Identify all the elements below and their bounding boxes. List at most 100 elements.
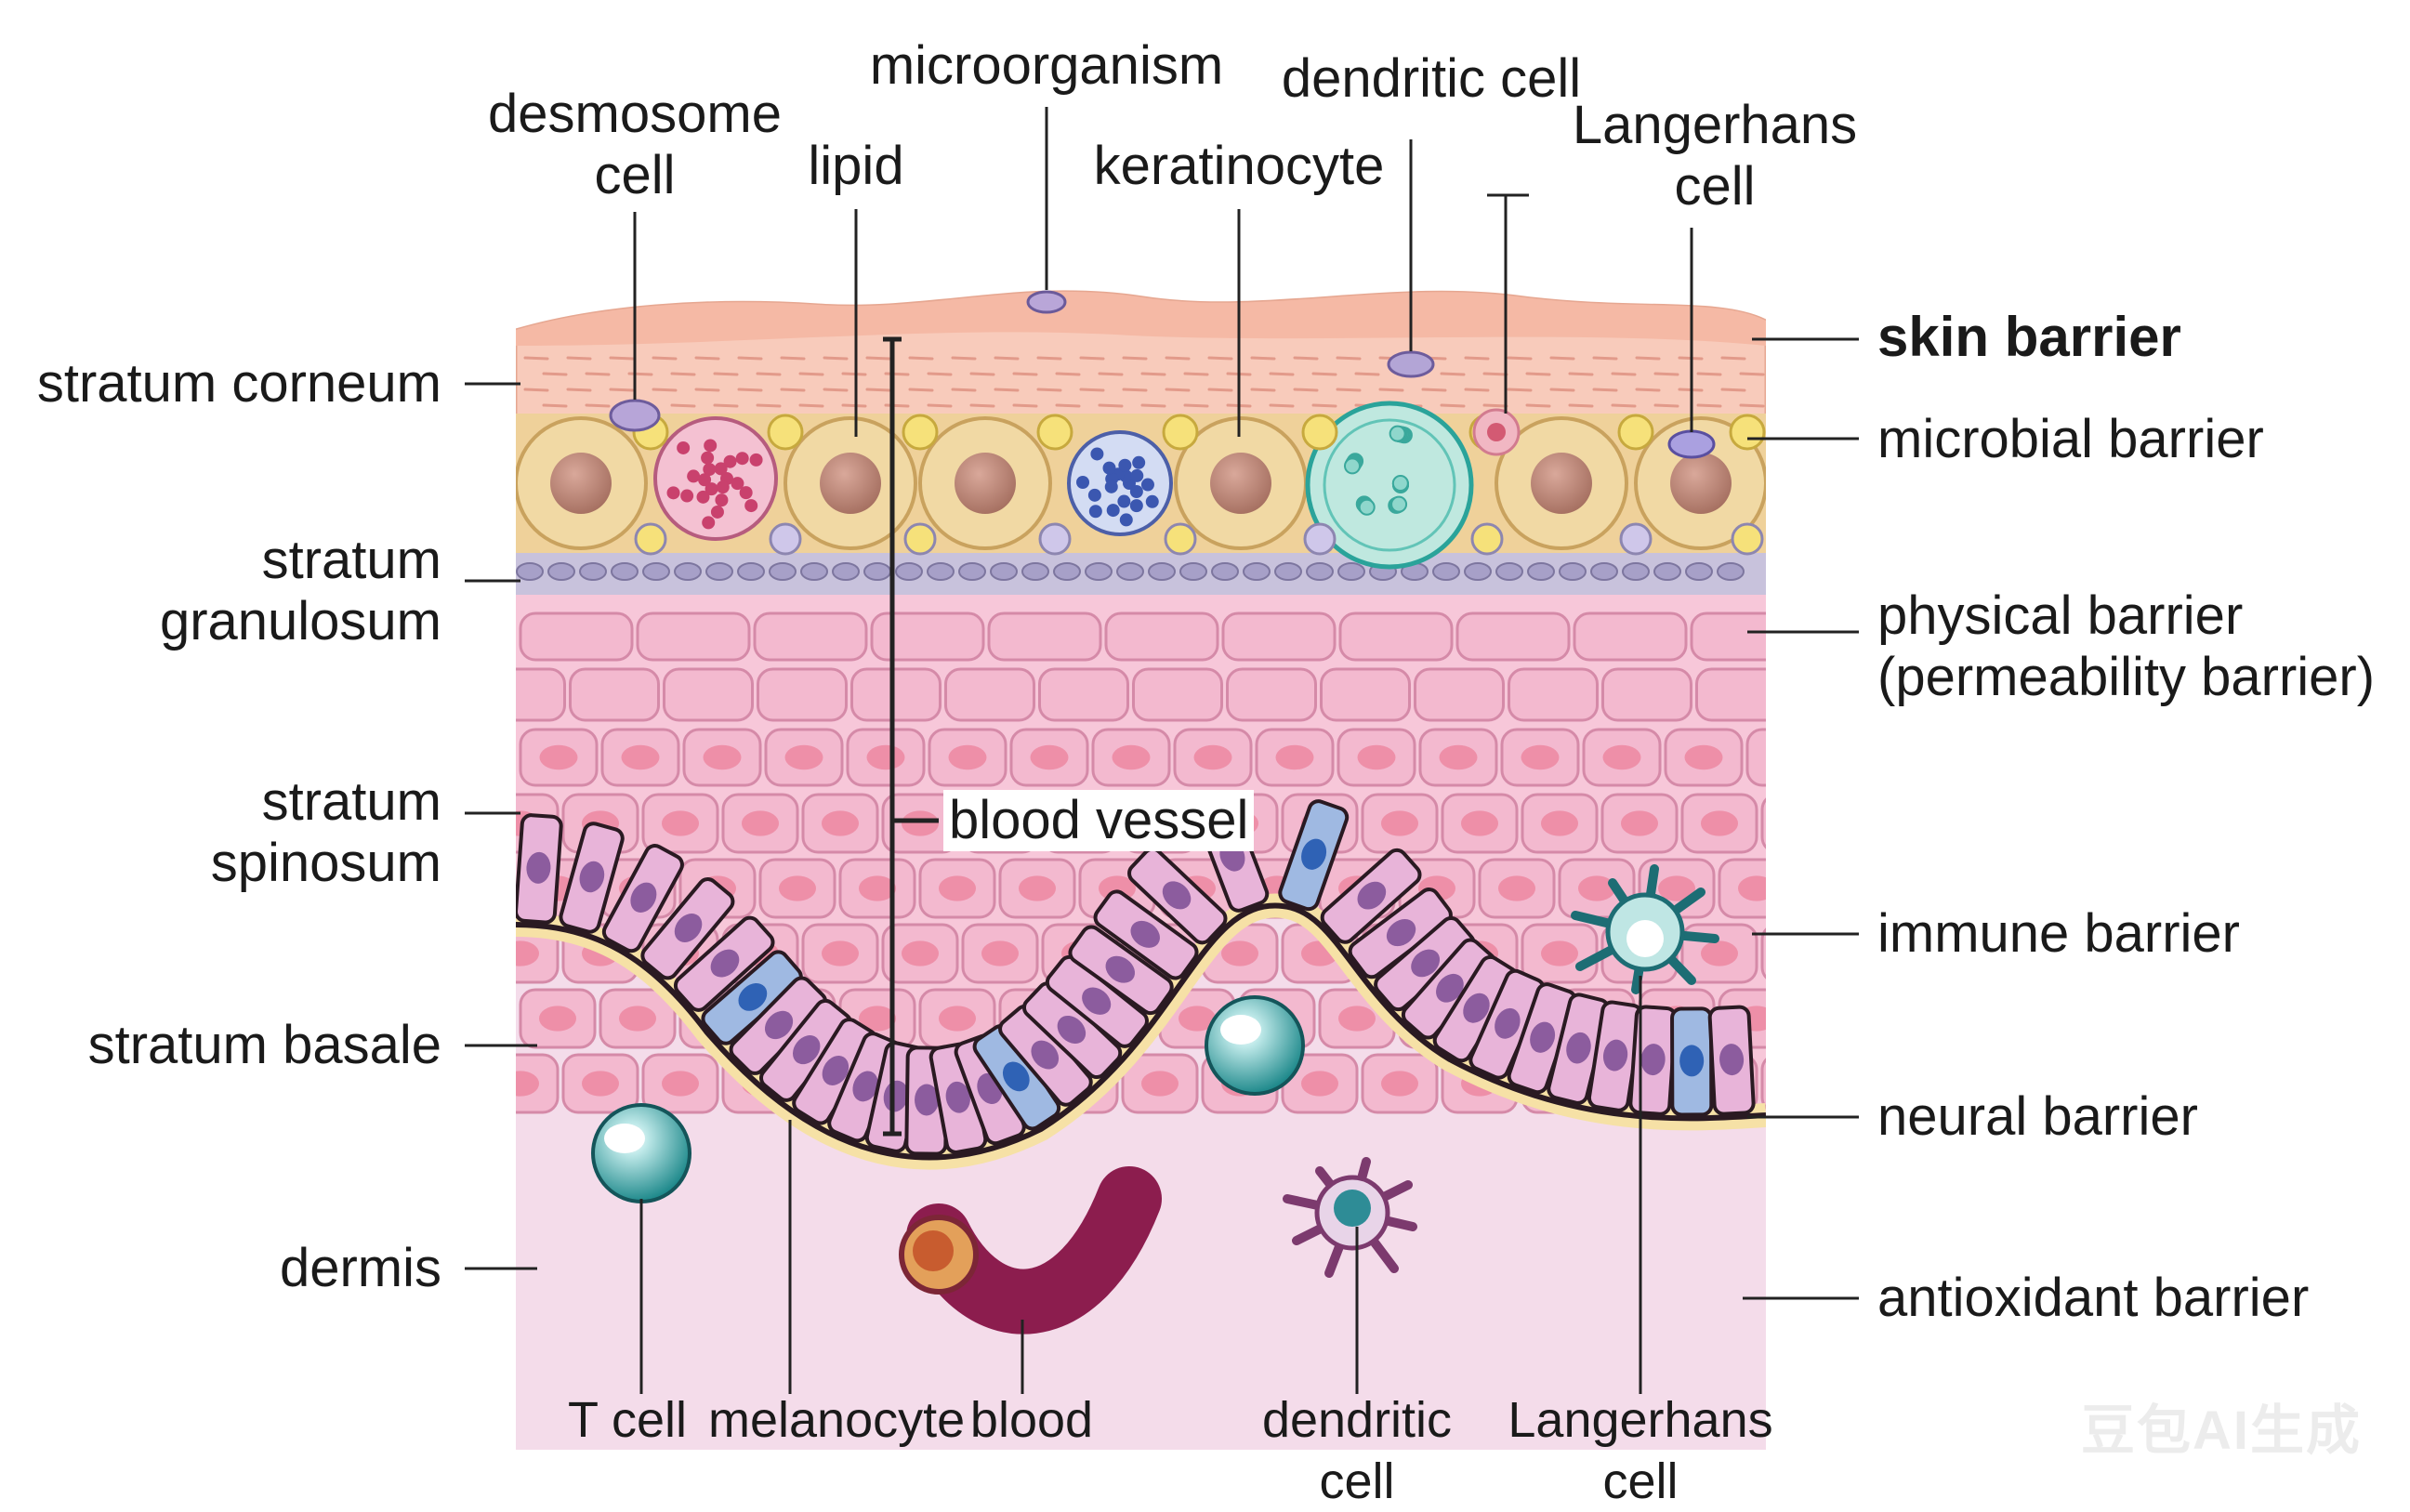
corneum-dash	[1079, 388, 1105, 392]
spinosum-nucleus	[981, 940, 1019, 966]
basal-nucleus	[945, 1081, 970, 1113]
corneum-dash	[1140, 403, 1166, 408]
spinosum-nucleus	[539, 744, 578, 770]
basal-cell-group	[601, 844, 684, 953]
keratinocyte-nucleus	[550, 453, 612, 514]
granule	[687, 469, 701, 483]
filler-bubble	[902, 414, 939, 451]
spinosum-nucleus	[1030, 744, 1069, 770]
granulosum-dot	[1622, 562, 1650, 581]
blood-vessel-bracket	[883, 336, 939, 1137]
corneum-dash	[1378, 388, 1404, 392]
granulosum-dot	[611, 562, 639, 581]
basal-nucleus	[883, 1080, 909, 1112]
granule	[1090, 447, 1104, 461]
corneum-dash	[951, 356, 977, 361]
spinosum-cell	[1221, 611, 1337, 662]
label-melanocyte: melanocyte	[708, 1392, 966, 1448]
label-microbial-barrier: microbial barrier	[1877, 409, 2264, 469]
corneum-dash	[1592, 388, 1618, 392]
basal-cell-group	[559, 822, 625, 934]
corneum-dash	[652, 356, 678, 361]
corneum-dash	[585, 372, 611, 376]
corneum-dash	[1183, 372, 1209, 376]
label-stratum-spinosum: stratum spinosum	[19, 771, 441, 894]
basal-nucleus	[674, 913, 703, 942]
corneum-dash	[756, 403, 782, 408]
granulosum-dot	[1085, 562, 1113, 581]
granulosum-dot	[1148, 562, 1176, 581]
corneum-dash	[694, 356, 720, 361]
spinosum-cell	[1508, 667, 1599, 722]
corneum-dash	[1036, 356, 1062, 361]
corneum-dash	[1464, 356, 1490, 361]
granulosum-dot	[1590, 562, 1618, 581]
granulosum-dot	[1053, 562, 1081, 581]
spinosum-nucleus	[902, 940, 939, 966]
basal-nucleus	[822, 1055, 849, 1085]
basal-nucleus	[1436, 973, 1464, 1003]
spinosum-nucleus	[1781, 1071, 1818, 1096]
vesicle	[1390, 495, 1408, 513]
corneum-dash	[523, 388, 549, 392]
corneum-dash	[1036, 388, 1062, 392]
granulosum-dot	[1495, 562, 1523, 581]
spinosum-cell	[944, 667, 1035, 722]
spinosum-cell	[1690, 611, 1766, 662]
basal-cell-group	[1432, 954, 1520, 1063]
corneum-dash	[1482, 403, 1508, 408]
basal-cell-group	[998, 1004, 1093, 1107]
granulosum-dot	[1337, 562, 1365, 581]
label-langerhans-top-line1: Langerhans	[1572, 95, 1858, 155]
granule	[731, 477, 744, 491]
corneum-dash	[1293, 356, 1319, 361]
corneum-dash	[1653, 372, 1679, 376]
basal-cell-group	[1093, 889, 1199, 980]
label-blood-vessel: blood vessel	[943, 790, 1255, 851]
corneum-dash	[841, 372, 867, 376]
basal-nucleus	[1640, 1044, 1666, 1076]
corneum-dash	[1568, 372, 1594, 376]
spinosum-nucleus	[1498, 875, 1535, 901]
corneum-dash	[737, 356, 763, 361]
label-langerhans-top-line2: cell	[1674, 156, 1756, 217]
keratinocyte-nucleus	[1531, 453, 1592, 514]
corneum-dash	[1122, 356, 1148, 361]
spinosum-cell	[1601, 667, 1692, 722]
corneum-dash	[1336, 388, 1362, 392]
spinosum-cell	[1695, 667, 1766, 722]
corneum-dash	[865, 356, 891, 361]
granulosum-dot	[958, 562, 986, 581]
label-t-cell: T cell	[567, 1392, 688, 1448]
corneum-dash	[908, 356, 934, 361]
spinosum-nucleus	[1179, 1006, 1216, 1032]
watermark: 豆包AI生成	[2080, 1400, 2362, 1461]
corneum-dash	[523, 356, 549, 361]
corneum-dash	[1165, 388, 1191, 392]
corneum-dash	[1055, 403, 1081, 408]
granule	[705, 482, 718, 496]
corneum-dash	[823, 388, 849, 392]
granule	[749, 453, 763, 467]
basal-nucleus	[852, 1071, 878, 1102]
basal-nucleus	[1357, 881, 1387, 910]
spinosum-nucleus	[1112, 744, 1151, 770]
granule	[715, 493, 729, 507]
spinosum-cell	[1338, 611, 1454, 662]
corneum-dash	[1549, 356, 1575, 361]
granulosum-dot	[1306, 562, 1334, 581]
granule	[1117, 494, 1131, 508]
spinosum-cell	[753, 611, 868, 662]
basal-nucleus	[1495, 1007, 1521, 1039]
spinosum-nucleus	[1461, 810, 1498, 836]
corneum-dash	[1482, 372, 1508, 376]
spinosum-cell	[1320, 667, 1411, 722]
basal-nucleus	[1566, 1032, 1591, 1064]
spinosum-nucleus	[1193, 744, 1232, 770]
label-neural-barrier: neural barrier	[1877, 1086, 2198, 1147]
filler-bubble	[1729, 414, 1766, 451]
corneum-dash	[884, 372, 910, 376]
spinosum-cell	[757, 667, 848, 722]
basal-nucleus	[1530, 1021, 1556, 1053]
teal-vesicle-ring	[1323, 418, 1456, 552]
